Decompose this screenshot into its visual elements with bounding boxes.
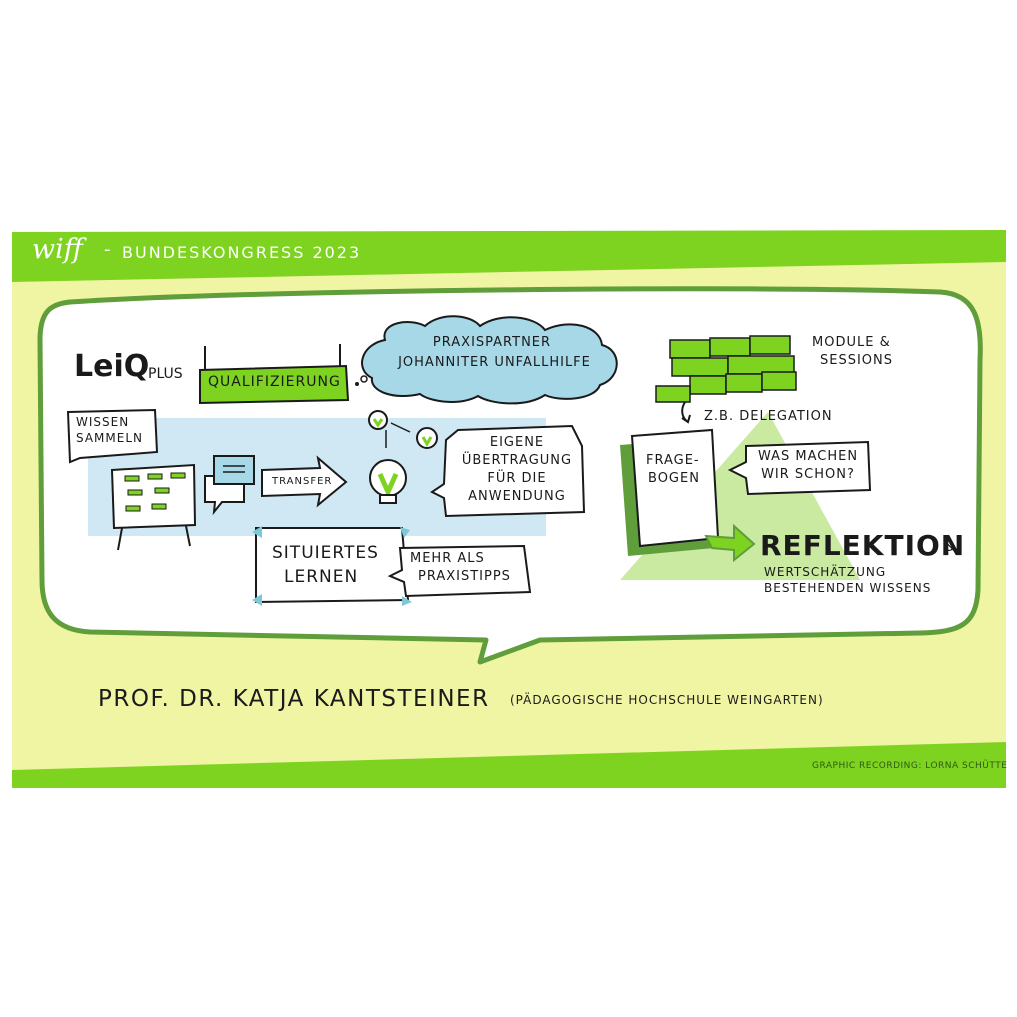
mehr-line-2: Praxistipps xyxy=(418,569,511,584)
credit-line: Graphic Recording: Lorna Schütte xyxy=(812,761,1008,771)
dot-ring xyxy=(360,375,368,383)
eigene-line-3: für die xyxy=(487,471,547,486)
fragebogen-line-2: bogen xyxy=(648,471,700,486)
cloud-line-1: Praxispartner xyxy=(432,335,552,350)
wiff-logo: wiff xyxy=(32,234,83,265)
wissen-note xyxy=(66,408,159,464)
was-machen-line-1: Was machen xyxy=(757,449,859,464)
situiertes-line-2: Lernen xyxy=(284,567,359,587)
eigene-line-4: Anwendung xyxy=(468,489,566,504)
leiq-title: LeiQ xyxy=(74,349,150,384)
eigene-line-1: Eigene xyxy=(489,435,545,450)
speaker-affiliation: (Pädagogische Hochschule Weingarten) xyxy=(510,693,824,707)
eigene-bubble xyxy=(430,424,586,518)
cloud xyxy=(361,315,618,405)
header-band xyxy=(12,230,1006,282)
module-line-1: Module & xyxy=(812,335,891,350)
was-machen-line-2: wir schon? xyxy=(761,467,855,482)
transfer-arrow xyxy=(261,455,348,508)
eigene-line-2: Übertragung xyxy=(461,453,573,468)
was-machen-bubble xyxy=(727,440,872,496)
leiq-plus: plus xyxy=(148,366,183,382)
bulb-small-right xyxy=(416,427,438,449)
fragebogen-paper xyxy=(630,428,720,548)
mehr-line-1: Mehr als xyxy=(410,551,485,566)
qualifizierung-label: Qualifizierung xyxy=(208,374,341,390)
speaker-name: Prof. Dr. Katja Kantsteiner xyxy=(98,686,490,712)
reflektion-arrow xyxy=(704,523,756,563)
header-title: Bundeskongress 2023 xyxy=(122,243,362,262)
bulb-large xyxy=(369,459,407,504)
module-line-2: Sessions xyxy=(820,353,894,368)
footer-band xyxy=(12,742,1006,788)
situiertes-line-1: Situiertes xyxy=(272,543,379,563)
wertschaetzung-line-2: bestehenden Wissens xyxy=(764,581,932,595)
reflektion-title: Reflektion xyxy=(760,529,966,562)
situiertes-card xyxy=(255,527,410,604)
transfer-label: Transfer xyxy=(272,476,333,487)
whiteboard-notes xyxy=(124,472,186,512)
fragebogen-line-1: Frage- xyxy=(646,453,700,468)
wissen-line-2: sammeln xyxy=(76,431,143,445)
cloud-line-2: Johanniter Unfallhilfe xyxy=(398,355,591,370)
bricks-icon xyxy=(655,335,797,403)
sign-board xyxy=(199,364,350,405)
header-dash: - xyxy=(104,239,111,260)
dot-small xyxy=(355,382,359,386)
reflektion-ampersand: & xyxy=(944,537,956,555)
chat-icon-front xyxy=(213,455,255,485)
delegation-label: z.B. Delegation xyxy=(704,409,833,424)
mehr-bubble xyxy=(387,544,532,598)
wissen-line-1: Wissen xyxy=(76,415,130,429)
bulb-small-left xyxy=(368,410,388,430)
wertschaetzung-line-1: Wertschätzung xyxy=(764,565,887,579)
